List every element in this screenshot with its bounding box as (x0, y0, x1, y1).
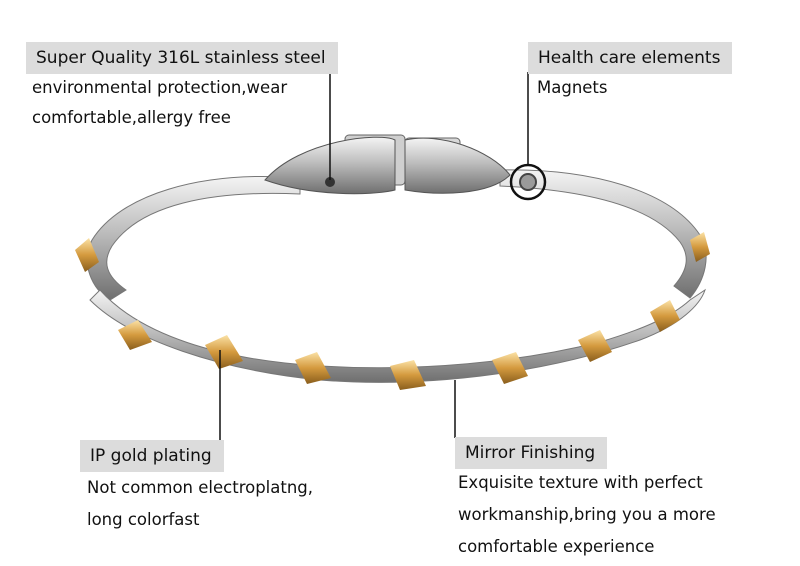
gold-desc-line-1: Not common electroplatng, (87, 478, 314, 497)
steel-desc-line-1: environmental protection,wear (32, 78, 288, 97)
gold-desc-line-2: long colorfast (87, 510, 200, 529)
steel-desc-line-2: comfortable,allergy free (32, 108, 231, 127)
mirror-desc-line-3: comfortable experience (458, 537, 655, 556)
clasp-icon (264, 134, 511, 195)
leader-lines (219, 72, 529, 445)
mirror-desc-line-1: Exquisite texture with perfect (458, 473, 703, 492)
steel-label: Super Quality 316L stainless steel (26, 42, 338, 74)
mirror-desc-line-2: workmanship,bring you a more (458, 505, 716, 524)
mirror-label: Mirror Finishing (455, 437, 608, 469)
health-label: Health care elements (528, 42, 733, 74)
gold-label: IP gold plating (80, 440, 224, 472)
bracelet-back-band (86, 169, 707, 301)
bracelet-front-band (75, 232, 710, 390)
health-desc-line-1: Magnets (537, 78, 608, 97)
